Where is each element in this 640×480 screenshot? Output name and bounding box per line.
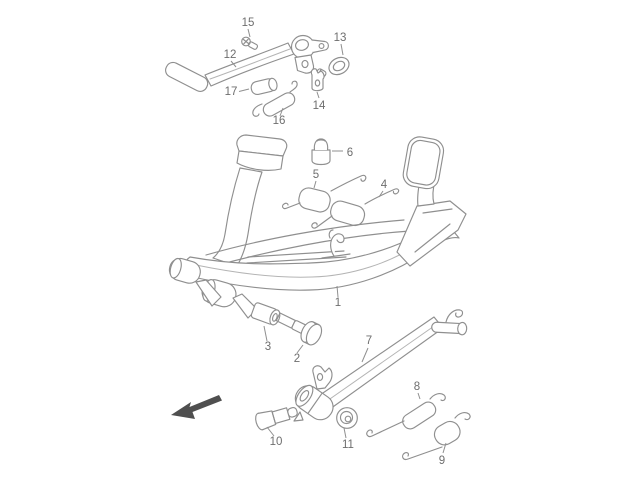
side-stand-drawing [293,309,468,422]
bolt-drawing [275,312,323,346]
side-stand-spring-lower-drawing [402,412,471,461]
callout-16: 16 [273,115,286,127]
callout-3: 3 [265,341,271,353]
callout-7: 7 [366,335,372,347]
callout-10: 10 [270,436,283,448]
callout-2: 2 [294,353,300,365]
callout-leaders [230,28,447,454]
nut-drawing [336,407,358,429]
side-stand-spring-upper-drawing [366,393,446,438]
callout-8: 8 [414,381,420,393]
callout-17: 17 [225,86,238,98]
callout-1: 1 [335,297,341,309]
callout-12: 12 [224,49,237,61]
callout-9: 9 [439,455,445,467]
callout-5: 5 [313,169,319,181]
brake-pedal-drawing [165,34,329,92]
callout-4: 4 [381,179,388,191]
screw-drawing [241,36,259,50]
joint-drawing [310,68,327,92]
stand-spring-inner-drawing [282,174,367,213]
spacer-drawing [250,302,281,326]
callout-13: 13 [334,32,347,44]
spacer-pin-drawing [250,77,278,96]
callout-15: 15 [242,17,255,29]
center-stand-drawing [168,134,467,319]
pivot-bolt-drawing [255,407,298,431]
callout-6: 6 [347,147,353,159]
direction-arrow-icon [171,395,222,419]
cushion-drawing [311,138,331,166]
callout-11: 11 [342,439,354,451]
callout-14: 14 [313,100,326,112]
callout-labels: 1 2 3 4 5 6 7 8 9 10 11 12 13 14 15 16 1… [224,17,446,467]
seal-washer-drawing [328,56,350,76]
